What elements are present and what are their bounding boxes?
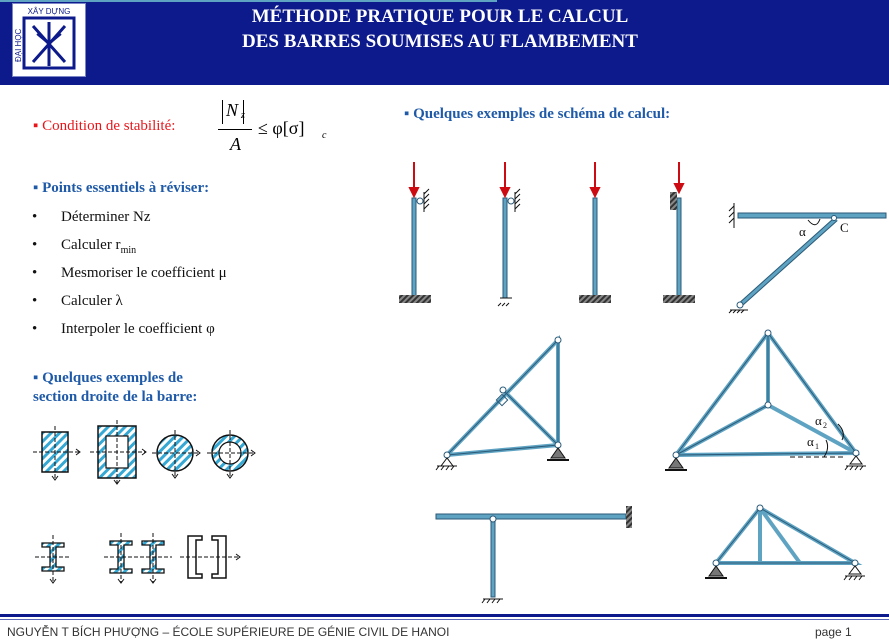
i-section-icon (35, 535, 71, 584)
fixed-pin-icon (708, 565, 724, 577)
ground-support-icon (579, 295, 611, 303)
ground-support-icon (399, 295, 431, 303)
title-line-2: DES BARRES SOUMISES AU FLAMBEMENT (242, 31, 638, 52)
pin-support-icon (497, 297, 512, 307)
label-alpha1-sub: 1 (815, 442, 819, 451)
bullet-square-icon: ▪ (33, 118, 43, 134)
truss-two-peaks (674, 329, 860, 457)
box-section-icon (90, 420, 147, 485)
tube-section-icon (207, 430, 256, 479)
channel-section-icon (180, 535, 241, 579)
bullet-square-icon: ▪ (33, 180, 43, 196)
label-alpha: α (799, 224, 806, 239)
footer-text: NGUYỄN T BÍCH PHƯỢNG – ÉCOLE SUPÉRIEURE … (7, 625, 450, 639)
formula-numerator: N (226, 100, 239, 120)
title-line-1: MÉTHODE PRATIQUE POUR LE CALCUL (251, 6, 629, 27)
pin-support-icon (849, 455, 863, 465)
bullet-square-icon: ▪ (404, 106, 414, 122)
label-alpha2-sub: 2 (823, 421, 827, 430)
points-heading: ▪ Points essentiels à réviser: (33, 180, 210, 196)
schemes-heading: ▪ Quelques exemples de schéma de calcul: (404, 106, 671, 122)
bullet-square-icon: ▪ (33, 370, 43, 386)
logo-arc-text: XÂY DỰNG (28, 7, 71, 16)
stability-label: Condition de stabilité: (42, 118, 176, 134)
fixed-pin-icon (550, 447, 566, 459)
cross-sections-drawing (33, 420, 256, 584)
university-logo: XÂY DỰNG ĐẠI HỌC (12, 3, 86, 77)
formula-relation-sub: c (322, 130, 327, 141)
fixed-pin-icon (668, 457, 684, 469)
rect-section-icon (33, 426, 81, 481)
circle-section-icon (152, 430, 201, 479)
column-pinned-both (502, 188, 521, 299)
label-alpha2: α (815, 413, 822, 428)
header-bar: XÂY DỰNG ĐẠI HỌC MÉTHODE PRATIQUE POUR L… (0, 0, 889, 85)
sections-heading: ▪ Quelques exemples de section droite de… (33, 370, 198, 405)
t-frame (435, 506, 632, 598)
double-i-section-icon (104, 533, 172, 584)
footer-rule-thin (0, 619, 889, 620)
page-title: MÉTHODE PRATIQUE POUR LE CALCUL DES BARR… (100, 4, 780, 54)
logo-side-text: ĐẠI HỌC (14, 28, 23, 62)
stability-formula: N z A ≤ φ[σ] c (218, 100, 338, 160)
column-pinned-top (411, 188, 430, 297)
formula-relation: ≤ φ[σ] (258, 118, 305, 138)
footer-rule (0, 614, 889, 617)
page-number: page 1 (815, 625, 852, 639)
label-alpha1: α (807, 434, 814, 449)
pin-support-icon (848, 565, 862, 575)
stability-label-row: ▪ Condition de stabilité: (33, 118, 175, 135)
pin-support-icon (440, 457, 454, 467)
truss-small (714, 505, 863, 565)
ground-support-icon (663, 295, 695, 303)
label-c: C (840, 220, 849, 235)
column-free (592, 197, 598, 297)
formula-subscript: z (241, 110, 245, 121)
column-fixed-top (670, 192, 682, 297)
fraction-bar (218, 129, 252, 130)
formula-denominator: A (230, 134, 241, 154)
bracket-structure (728, 203, 887, 309)
